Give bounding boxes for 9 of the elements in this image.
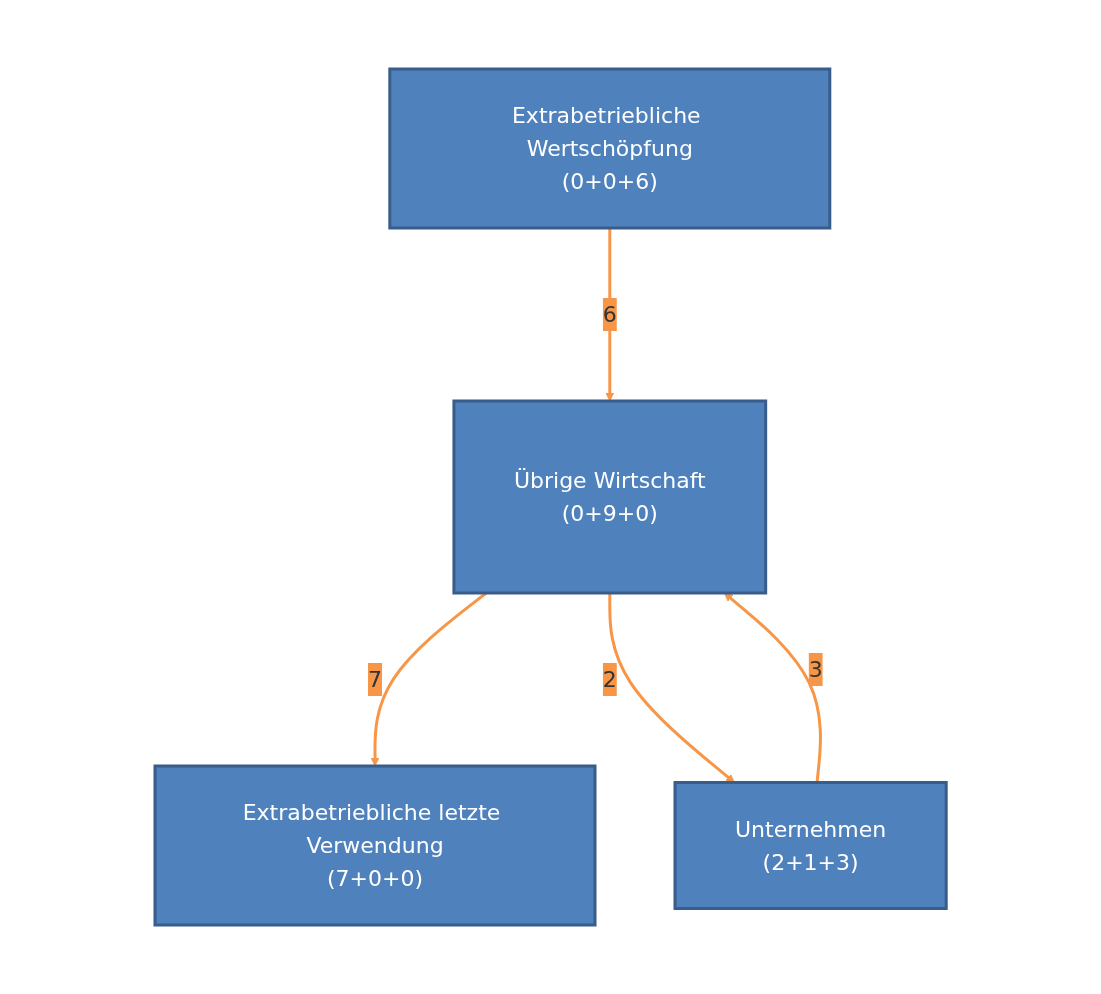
edge-label: 7 [367, 667, 382, 692]
node-box: Übrige Wirtschaft (0+9+0) [452, 399, 768, 595]
edge-label: 2 [602, 667, 617, 692]
edge-label: 6 [602, 302, 617, 327]
edge-label: 3 [808, 657, 823, 682]
arrow [608, 593, 735, 783]
node-box: Extrabetriebliche Wertschöpfung (0+0+6) [388, 67, 832, 230]
node-box: Unternehmen (2+1+3) [673, 781, 948, 910]
node-box: Extrabetriebliche letzte Verwendung (7+0+0) [153, 764, 597, 927]
